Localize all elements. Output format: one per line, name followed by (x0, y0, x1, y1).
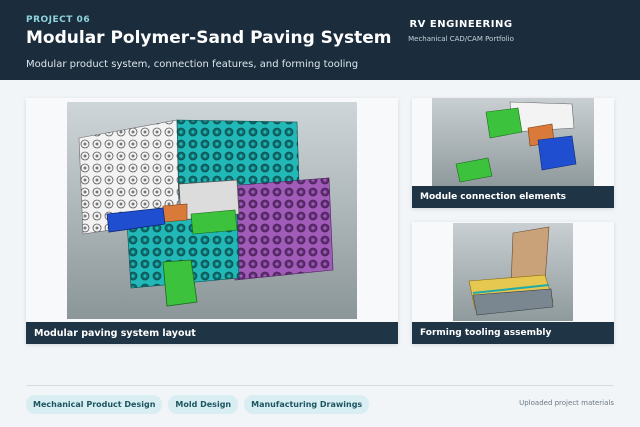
tag-manufacturing-drawings[interactable]: Manufacturing Drawings (244, 395, 370, 414)
paving-layout-render (67, 102, 357, 319)
tooling-image-card[interactable]: Forming tooling assembly (412, 222, 614, 344)
tooling-assembly-render (453, 223, 573, 321)
page-header: PROJECT 06 Modular Polymer-Sand Paving S… (0, 0, 640, 80)
main-image-card[interactable]: Modular paving system layout (26, 98, 398, 344)
tag-mechanical-product-design[interactable]: Mechanical Product Design (26, 395, 163, 414)
tooling-image-caption: Forming tooling assembly (412, 322, 614, 344)
page-subtitle: Modular product system, connection featu… (26, 59, 359, 70)
brand-tagline: Mechanical CAD/CAM Portfolio (408, 35, 514, 43)
main-image-caption: Modular paving system layout (26, 322, 398, 344)
connection-elements-render (432, 98, 594, 186)
page-title: Modular Polymer-Sand Paving System (26, 28, 392, 48)
brand-name: RV ENGINEERING (409, 19, 513, 30)
connection-image-card[interactable]: Module connection elements (412, 98, 614, 208)
project-label: PROJECT 06 (26, 15, 91, 25)
skill-tags: Mechanical Product Design Mold Design Ma… (26, 395, 370, 414)
footer-divider (26, 385, 614, 386)
materials-note: Uploaded project materials (519, 399, 614, 407)
connection-image-caption: Module connection elements (412, 186, 614, 208)
tag-mold-design[interactable]: Mold Design (168, 395, 239, 414)
